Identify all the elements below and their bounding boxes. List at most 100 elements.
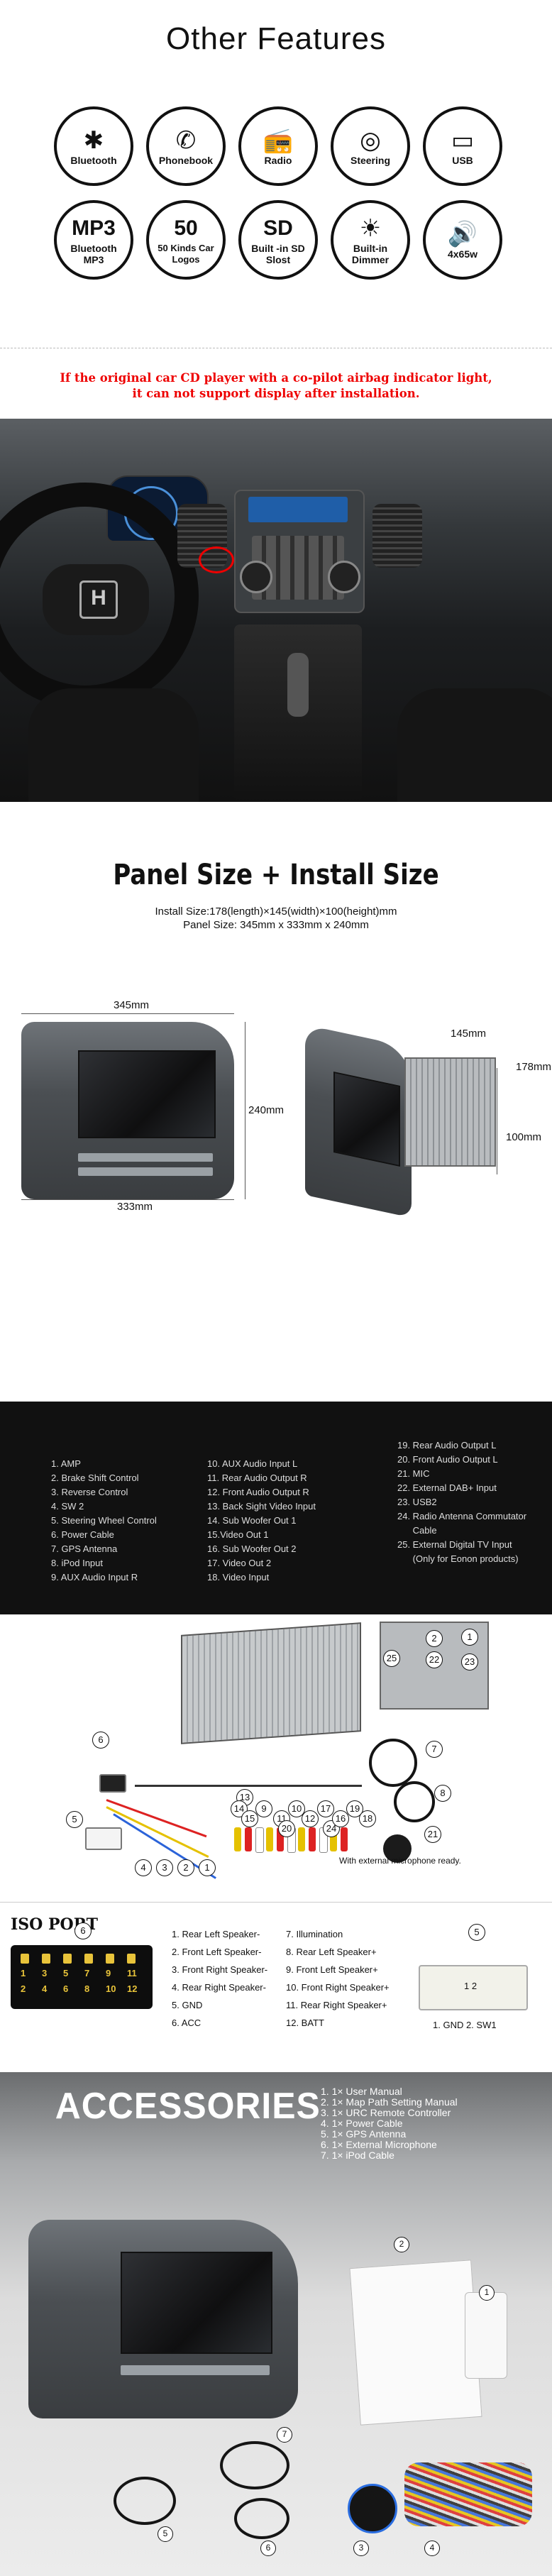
rca-plug [341, 1827, 348, 1851]
feature-label: 4x65w [447, 248, 478, 260]
callout-5: 5 [66, 1811, 83, 1828]
pin-item: (Only for Eonon products) [397, 1553, 519, 1564]
speaker-icon: 🔊 [447, 220, 478, 248]
pin-item: 3. Reverse Control [51, 1487, 128, 1497]
dimmer-bulb-icon: ☀ [359, 214, 382, 243]
car-interior-photo: H [0, 419, 552, 802]
original-radio-display [248, 497, 348, 522]
warning-line-1: If the original car CD player with a co-… [60, 371, 492, 385]
iso-pin [63, 1954, 72, 1964]
external-microphone [383, 1834, 412, 1863]
iso-pin-label: 10 [106, 1983, 116, 1994]
tune-knob [328, 561, 360, 593]
iso-pin [127, 1954, 136, 1964]
iso-pin [106, 1954, 114, 1964]
width-dimension: 345mm [114, 999, 150, 1011]
features-section: Other Features ✱ Bluetooth ✆ Phonebook 📻… [0, 0, 552, 334]
mp3-icon: MP3 [72, 216, 116, 240]
iso-pin-label: 5 [63, 1968, 69, 1978]
pin-item: 2. Brake Shift Control [51, 1473, 139, 1483]
bluetooth-icon: ✱ [83, 126, 104, 155]
gps-antenna-cable [114, 2477, 176, 2525]
microphone-note: With external microphone ready. [339, 1856, 461, 1866]
feature-bluetooth: ✱ Bluetooth [54, 106, 133, 186]
pin-item: 20. Front Audio Output L [397, 1454, 498, 1465]
accessory-head-unit [28, 2220, 298, 2418]
feature-sd-slot: SD Built -in SD Slost [238, 200, 318, 280]
feature-label: Built -in SD Slost [251, 243, 305, 265]
rca-plug [266, 1827, 273, 1851]
iso-item: 11. Rear Right Speaker+ [286, 2000, 387, 2010]
callout-13: 13 [236, 1789, 253, 1806]
callout-5: 5 [158, 2526, 173, 2542]
pin-item: 14. Sub Woofer Out 1 [207, 1515, 297, 1526]
wiring-diagram: 25 2 1 23 22 8 21 24 6 5 4 3 2 1 7 13 14… [0, 1614, 552, 1902]
feature-label: Radio [264, 155, 292, 166]
pin-definitions: 1. AMP 2. Brake Shift Control 3. Reverse… [0, 1402, 552, 1614]
pin-column-3: 19. Rear Audio Output L 20. Front Audio … [397, 1438, 526, 1566]
unit-button-row [78, 1167, 213, 1176]
iso-pin-label: 3 [42, 1968, 48, 1978]
steering-connector-plug: 1 2 [419, 1965, 528, 2010]
callout-1: 1 [461, 1629, 478, 1646]
power-cable-bundle [404, 2462, 532, 2526]
accessories-title: ACCESSORIES [55, 2086, 321, 2127]
warning-line-2: it can not support display after install… [132, 387, 420, 400]
unit-button-row [78, 1153, 213, 1162]
iso-pin-label: 9 [106, 1968, 111, 1978]
feature-steering: ◎ Steering [331, 106, 410, 186]
accessory-item: 3. 1× URC Remote Controller [321, 2107, 451, 2118]
pin-item: 17. Video Out 2 [207, 1558, 272, 1568]
features-title: Other Features [166, 21, 386, 56]
callout-9: 9 [255, 1800, 272, 1817]
iso-item: 7. Illumination [286, 1929, 343, 1939]
pin-item: 4. SW 2 [51, 1501, 84, 1512]
accessory-item: 4. 1× Power Cable [321, 2118, 403, 2129]
iso-pin-label: 7 [84, 1968, 90, 1978]
callout-3: 3 [353, 2541, 369, 2556]
airbag-warning: If the original car CD player with a co-… [0, 370, 552, 402]
feature-label: Bluetooth MP3 [70, 243, 117, 265]
callout-17: 17 [317, 1800, 334, 1817]
callout-25: 25 [383, 1650, 400, 1667]
callout-1b: 1 [199, 1859, 216, 1876]
feature-label: Built-in Dimmer [351, 243, 390, 265]
rear-chassis [404, 1057, 496, 1167]
callout-1: 1 [479, 2285, 495, 2301]
callout-6: 6 [92, 1732, 109, 1749]
feature-label: 50 Kinds Car Logos [158, 243, 214, 265]
front-view-unit [21, 1022, 248, 1199]
callout-7: 7 [426, 1741, 443, 1758]
iso-pin [42, 1954, 50, 1964]
microphone-cable [234, 2498, 289, 2539]
accessory-item: 5. 1× GPS Antenna [321, 2128, 407, 2140]
callout-18: 18 [359, 1810, 376, 1827]
iso-item: 4. Rear Right Speaker- [172, 1982, 266, 1993]
callout-4: 4 [135, 1859, 152, 1876]
feature-dimmer: ☀ Built-in Dimmer [331, 200, 410, 280]
gps-cable-coil [394, 1781, 435, 1822]
pin-item: 8. iPod Input [51, 1558, 103, 1568]
feature-power: 🔊 4x65w [423, 200, 502, 280]
iso-list-right: 7. Illumination 8. Rear Left Speaker+ 9.… [286, 1925, 390, 2032]
iso-callout-6: 6 [74, 1922, 92, 1939]
steering-hub [43, 564, 149, 635]
pin-item: 23. USB2 [397, 1497, 437, 1507]
pin-item: 11. Rear Audio Output R [207, 1473, 307, 1483]
feature-label: Steering [350, 155, 390, 166]
iso-item: 6. ACC [172, 2018, 202, 2028]
install-size-text: Install Size:178(length)×145(width)×100(… [155, 906, 397, 918]
callout-22: 22 [426, 1651, 443, 1668]
iso-port-section: ISO PORT 6 1 3 5 7 9 11 2 4 6 8 10 12 1.… [0, 1902, 552, 2073]
callout-19: 19 [346, 1800, 363, 1817]
usb-cable-coil [369, 1739, 417, 1787]
unit-screen-angled [333, 1072, 400, 1167]
air-vent-right [372, 504, 422, 568]
callout-6: 6 [260, 2541, 276, 2556]
pin-item: 15.Video Out 1 [207, 1529, 269, 1540]
iso-item: 12. BATT [286, 2018, 324, 2028]
rca-plug [309, 1827, 316, 1851]
callout-2b: 2 [177, 1859, 194, 1876]
driver-seat [28, 688, 199, 802]
pin-item: 24. Radio Antenna Commutator [397, 1511, 527, 1521]
